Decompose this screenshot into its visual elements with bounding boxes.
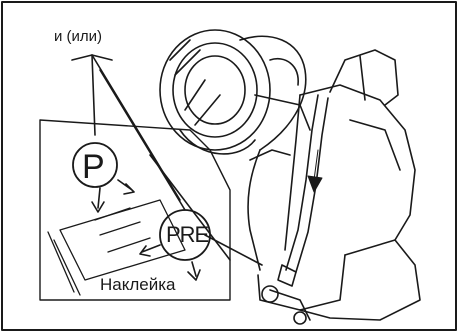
pre-marker-label: PRE xyxy=(166,224,208,246)
sticker-label: Наклейка xyxy=(100,276,176,293)
seatbelt-icon xyxy=(278,95,328,286)
or-label: и (или) xyxy=(54,29,102,44)
p-marker-label: P xyxy=(82,150,105,184)
car-seat-icon xyxy=(258,50,420,324)
outer-frame xyxy=(2,2,456,330)
detail-callout-box xyxy=(40,120,230,300)
